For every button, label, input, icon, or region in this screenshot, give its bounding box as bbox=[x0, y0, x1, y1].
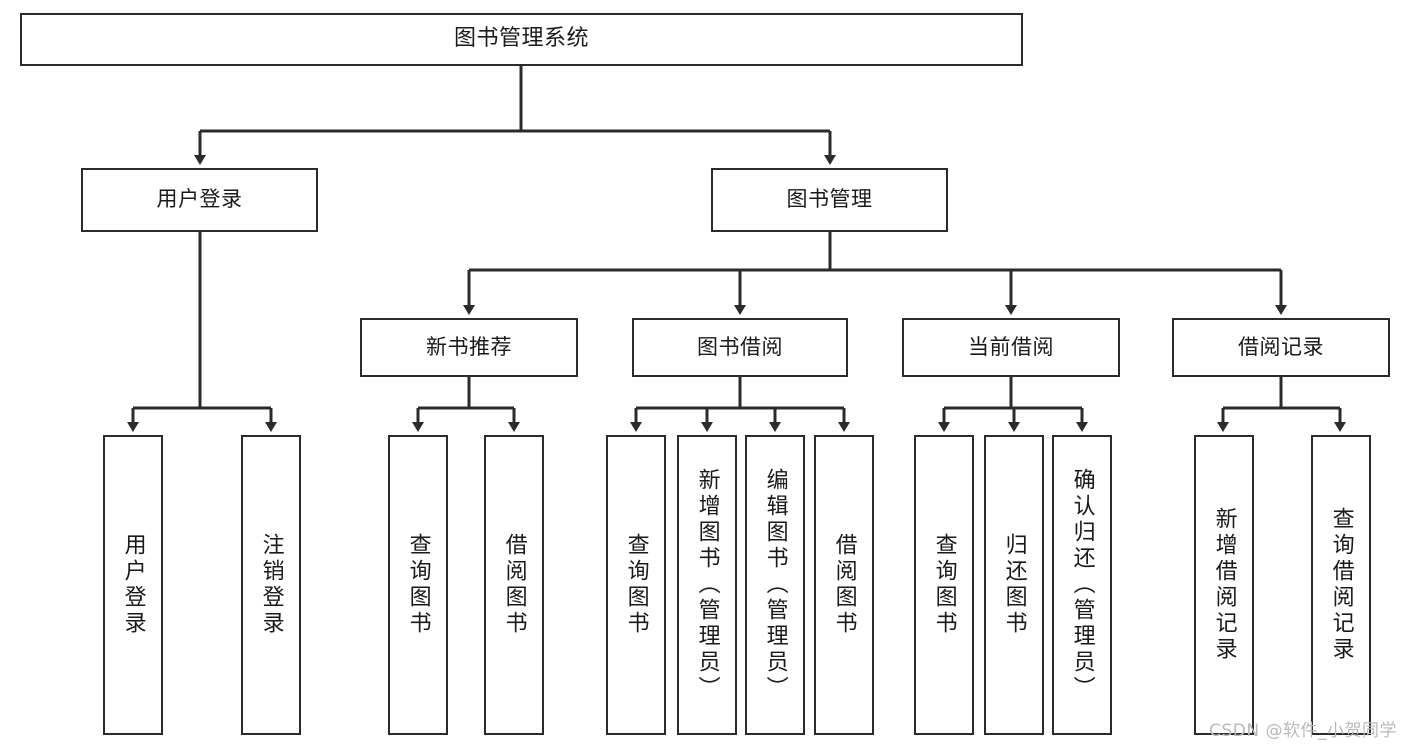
leaf-borrow-query-book[interactable]: 查询图书 bbox=[606, 435, 666, 735]
node-new-book-recommend[interactable]: 新书推荐 bbox=[360, 318, 578, 377]
leaf-label: 用户登录 bbox=[120, 533, 146, 637]
leaf-label: 查询图书 bbox=[931, 533, 957, 637]
leaf-current-query-book[interactable]: 查询图书 bbox=[914, 435, 974, 735]
leaf-label: 新增借阅记录 bbox=[1211, 507, 1237, 663]
leaf-new-book-borrow[interactable]: 借阅图书 bbox=[484, 435, 544, 735]
leaf-user-login-login[interactable]: 用户登录 bbox=[103, 435, 163, 735]
node-current-borrow[interactable]: 当前借阅 bbox=[902, 318, 1120, 377]
leaf-borrow-borrow-book[interactable]: 借阅图书 bbox=[814, 435, 874, 735]
leaf-record-add[interactable]: 新增借阅记录 bbox=[1194, 435, 1254, 735]
leaf-label: 借阅图书 bbox=[831, 533, 857, 637]
node-book-borrow[interactable]: 图书借阅 bbox=[632, 318, 848, 377]
node-root[interactable]: 图书管理系统 bbox=[20, 13, 1023, 66]
leaf-label: 归还图书 bbox=[1001, 533, 1027, 637]
leaf-current-confirm-return[interactable]: 确认归还（管理员） bbox=[1052, 435, 1112, 735]
leaf-user-login-logout[interactable]: 注销登录 bbox=[241, 435, 301, 735]
node-borrow-record[interactable]: 借阅记录 bbox=[1172, 318, 1390, 377]
leaf-borrow-add-book[interactable]: 新增图书（管理员） bbox=[677, 435, 737, 735]
leaf-label: 编辑图书（管理员） bbox=[762, 468, 788, 702]
leaf-label: 查询图书 bbox=[623, 533, 649, 637]
leaf-label: 查询图书 bbox=[405, 533, 431, 637]
leaf-borrow-edit-book[interactable]: 编辑图书（管理员） bbox=[745, 435, 805, 735]
leaf-new-book-query[interactable]: 查询图书 bbox=[388, 435, 448, 735]
leaf-label: 查询借阅记录 bbox=[1328, 507, 1354, 663]
node-user-login[interactable]: 用户登录 bbox=[81, 168, 318, 232]
leaf-label: 新增图书（管理员） bbox=[694, 468, 720, 702]
leaf-label: 确认归还（管理员） bbox=[1069, 468, 1095, 702]
leaf-current-return-book[interactable]: 归还图书 bbox=[984, 435, 1044, 735]
node-book-management[interactable]: 图书管理 bbox=[711, 168, 948, 232]
leaf-label: 注销登录 bbox=[258, 533, 284, 637]
leaf-record-query[interactable]: 查询借阅记录 bbox=[1311, 435, 1371, 735]
leaf-label: 借阅图书 bbox=[501, 533, 527, 637]
